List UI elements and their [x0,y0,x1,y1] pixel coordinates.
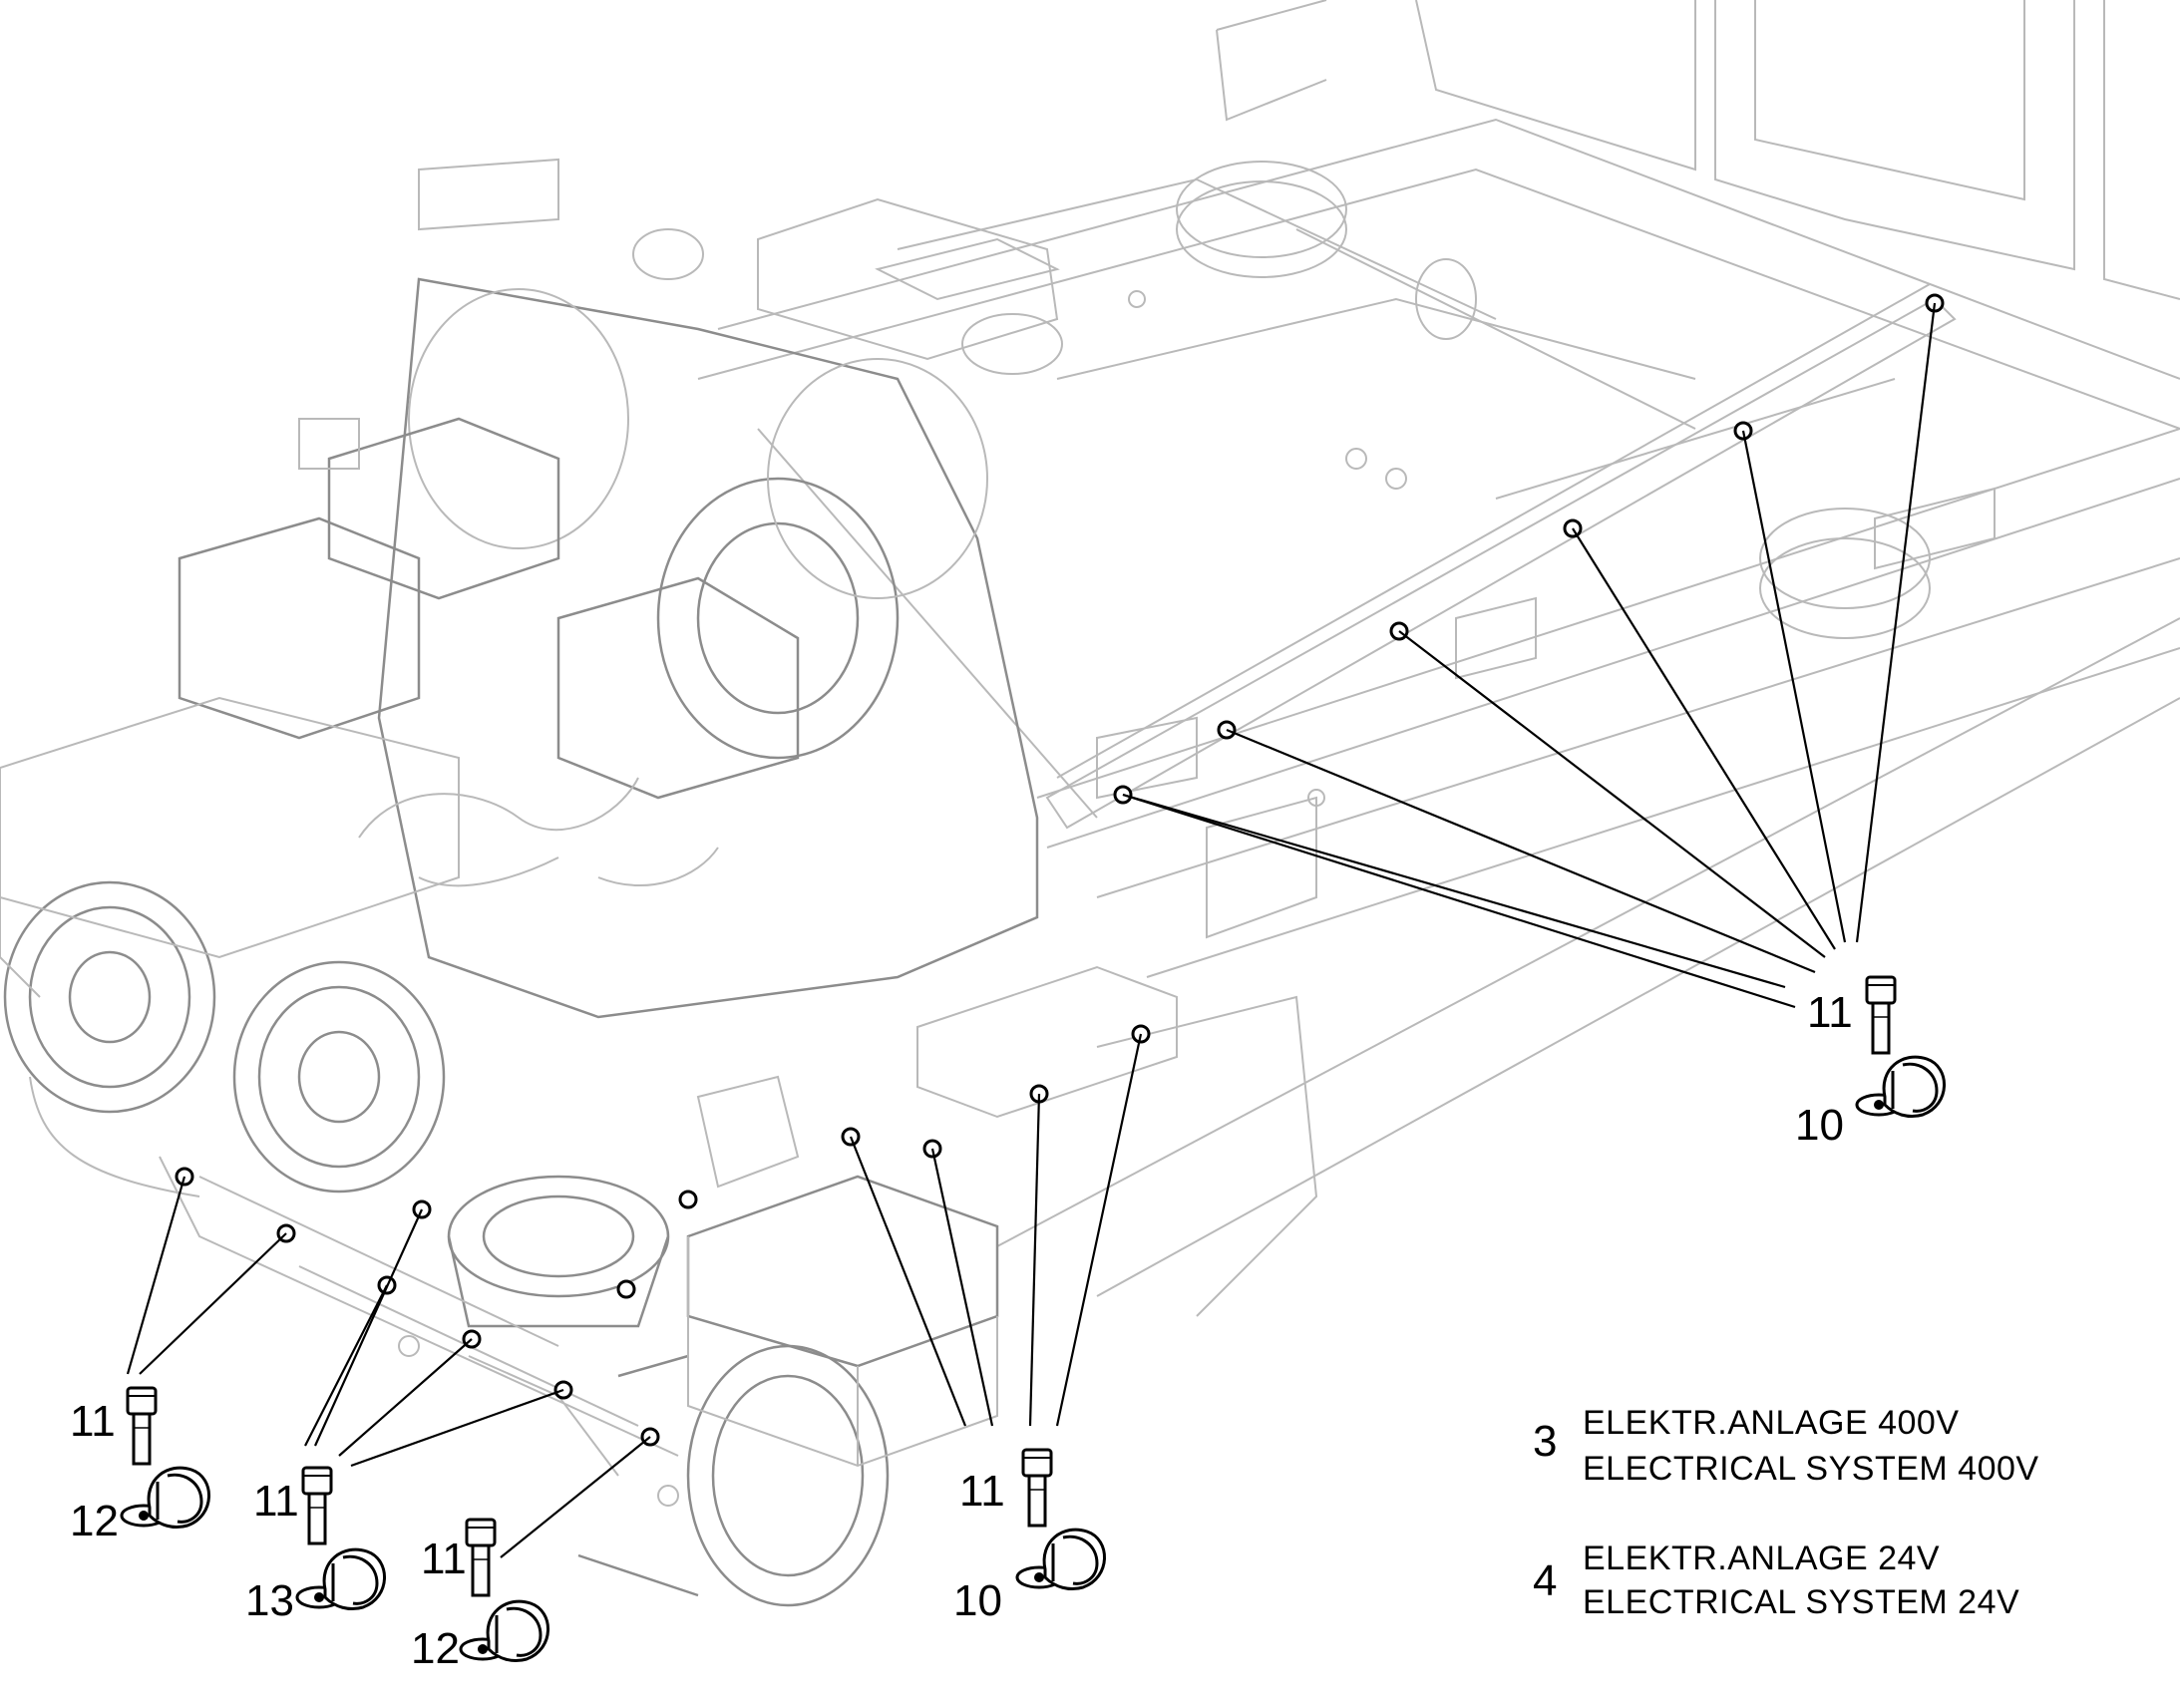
callout-screw-left-a: 11 [70,1397,116,1446]
screw-icon [301,1466,333,1545]
cable-clamp-icon [1855,1055,1947,1119]
legend-entry-3: 3 ELEKTR.ANLAGE 400V ELECTRICAL SYSTEM 4… [1533,1404,2039,1488]
clamp-marker [678,1190,698,1209]
callout-clamp-left-a: 12 [70,1497,119,1545]
legend-line-en: ELECTRICAL SYSTEM 400V [1583,1450,2039,1488]
legend-entry-4: 4 ELEKTR.ANLAGE 24V ELECTRICAL SYSTEM 24… [1533,1539,2019,1621]
legend-line-de: ELEKTR.ANLAGE 24V [1583,1539,1940,1577]
screw-icon [1865,975,1897,1055]
callout-screw-left-c: 11 [421,1535,467,1583]
cable-clamp-icon [295,1547,387,1611]
legend-number: 3 [1533,1417,1557,1466]
legend-line-de: ELEKTR.ANLAGE 400V [1583,1404,1960,1442]
callout-labels: 11 10 11 12 11 13 11 12 11 10 [70,988,1853,1673]
callout-clamp-center: 10 [953,1576,1002,1625]
legend-number: 4 [1533,1556,1557,1605]
legend-line-en: ELECTRICAL SYSTEM 24V [1583,1583,2019,1621]
machine-background-drawing [0,0,2180,1607]
legend: 3 ELEKTR.ANLAGE 400V ELECTRICAL SYSTEM 4… [1533,1404,2039,1621]
screw-icon [126,1386,158,1466]
callout-screw-center: 11 [959,1467,1005,1516]
callout-screw-right: 11 [1807,988,1853,1037]
callout-clamp-right: 10 [1795,1101,1844,1150]
callout-clamp-left-b: 13 [245,1576,294,1625]
cable-clamp-icon [120,1466,211,1530]
callout-screw-left-b: 11 [253,1477,299,1526]
leader-lines [126,302,1937,1558]
cable-clamp-icon [1015,1528,1107,1591]
callout-clamp-left-c: 12 [411,1624,460,1673]
cable-clamp-icon [459,1599,550,1663]
screw-icon [1021,1448,1053,1528]
screw-icon [465,1518,497,1597]
clamp-marker [616,1279,636,1299]
clamp-location-markers [175,293,1945,1447]
